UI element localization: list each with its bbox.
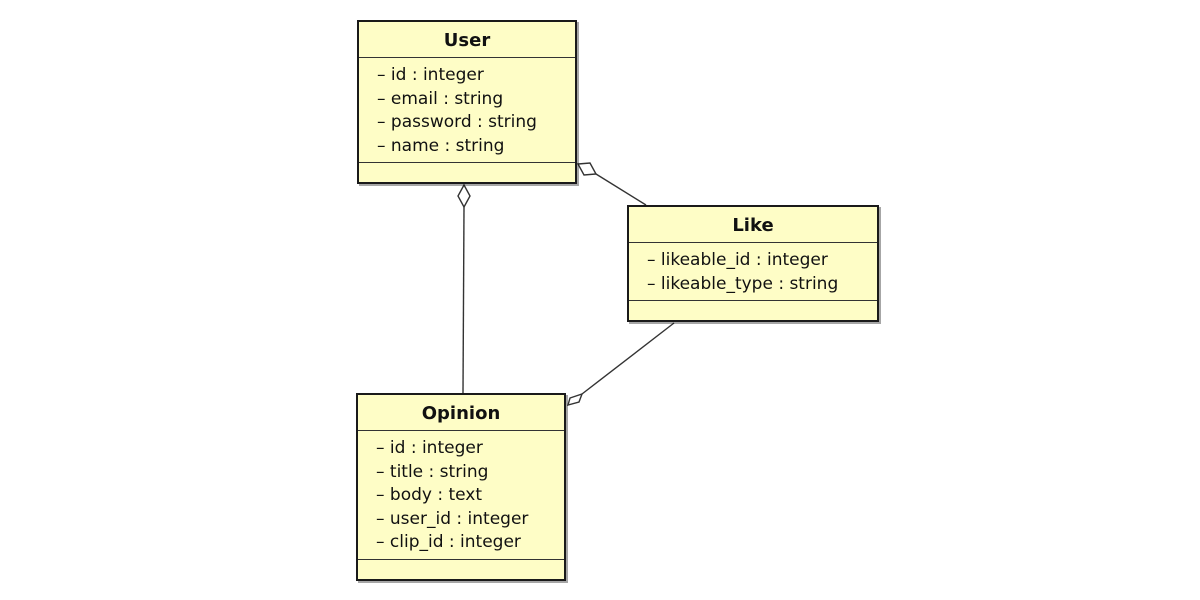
class-name: User xyxy=(359,22,575,58)
attribute: – body : text xyxy=(376,485,483,505)
attribute: – email : string xyxy=(377,88,504,109)
aggregation-diamond-icon xyxy=(457,183,471,209)
class-opinion: Opinion – id : integer – title : string … xyxy=(356,393,566,581)
association-line xyxy=(595,173,647,206)
association-user-opinion xyxy=(457,183,471,394)
class-name: Opinion xyxy=(358,395,564,431)
class-like: Like – likeable_id : integer – likeable_… xyxy=(627,205,879,322)
attribute-list: – likeable_id : integer – likeable_type … xyxy=(629,243,877,301)
association-line xyxy=(462,206,465,394)
attribute: – password : string xyxy=(377,112,537,132)
attribute: – title : string xyxy=(376,461,489,482)
attribute: – id : integer xyxy=(377,65,484,85)
attribute: – user_id : integer xyxy=(376,508,529,529)
association-user-like xyxy=(576,162,647,206)
aggregation-diamond-icon xyxy=(576,162,598,176)
attribute-list: – id : integer – title : string – body :… xyxy=(358,431,564,560)
attribute: – likeable_id : integer xyxy=(647,250,828,270)
attribute: – id : integer xyxy=(376,438,483,458)
attribute: – name : string xyxy=(377,135,505,156)
attribute: – likeable_type : string xyxy=(647,273,839,294)
method-compartment xyxy=(629,301,877,313)
class-name: Like xyxy=(629,207,877,243)
class-user: User – id : integer – email : string – p… xyxy=(357,20,577,184)
association-like-opinion xyxy=(566,322,675,407)
method-compartment xyxy=(359,163,575,175)
attribute: – clip_id : integer xyxy=(376,532,521,552)
aggregation-diamond-icon xyxy=(566,392,584,407)
association-line xyxy=(581,322,675,395)
method-compartment xyxy=(358,560,564,572)
attribute-list: – id : integer – email : string – passwo… xyxy=(359,58,575,163)
